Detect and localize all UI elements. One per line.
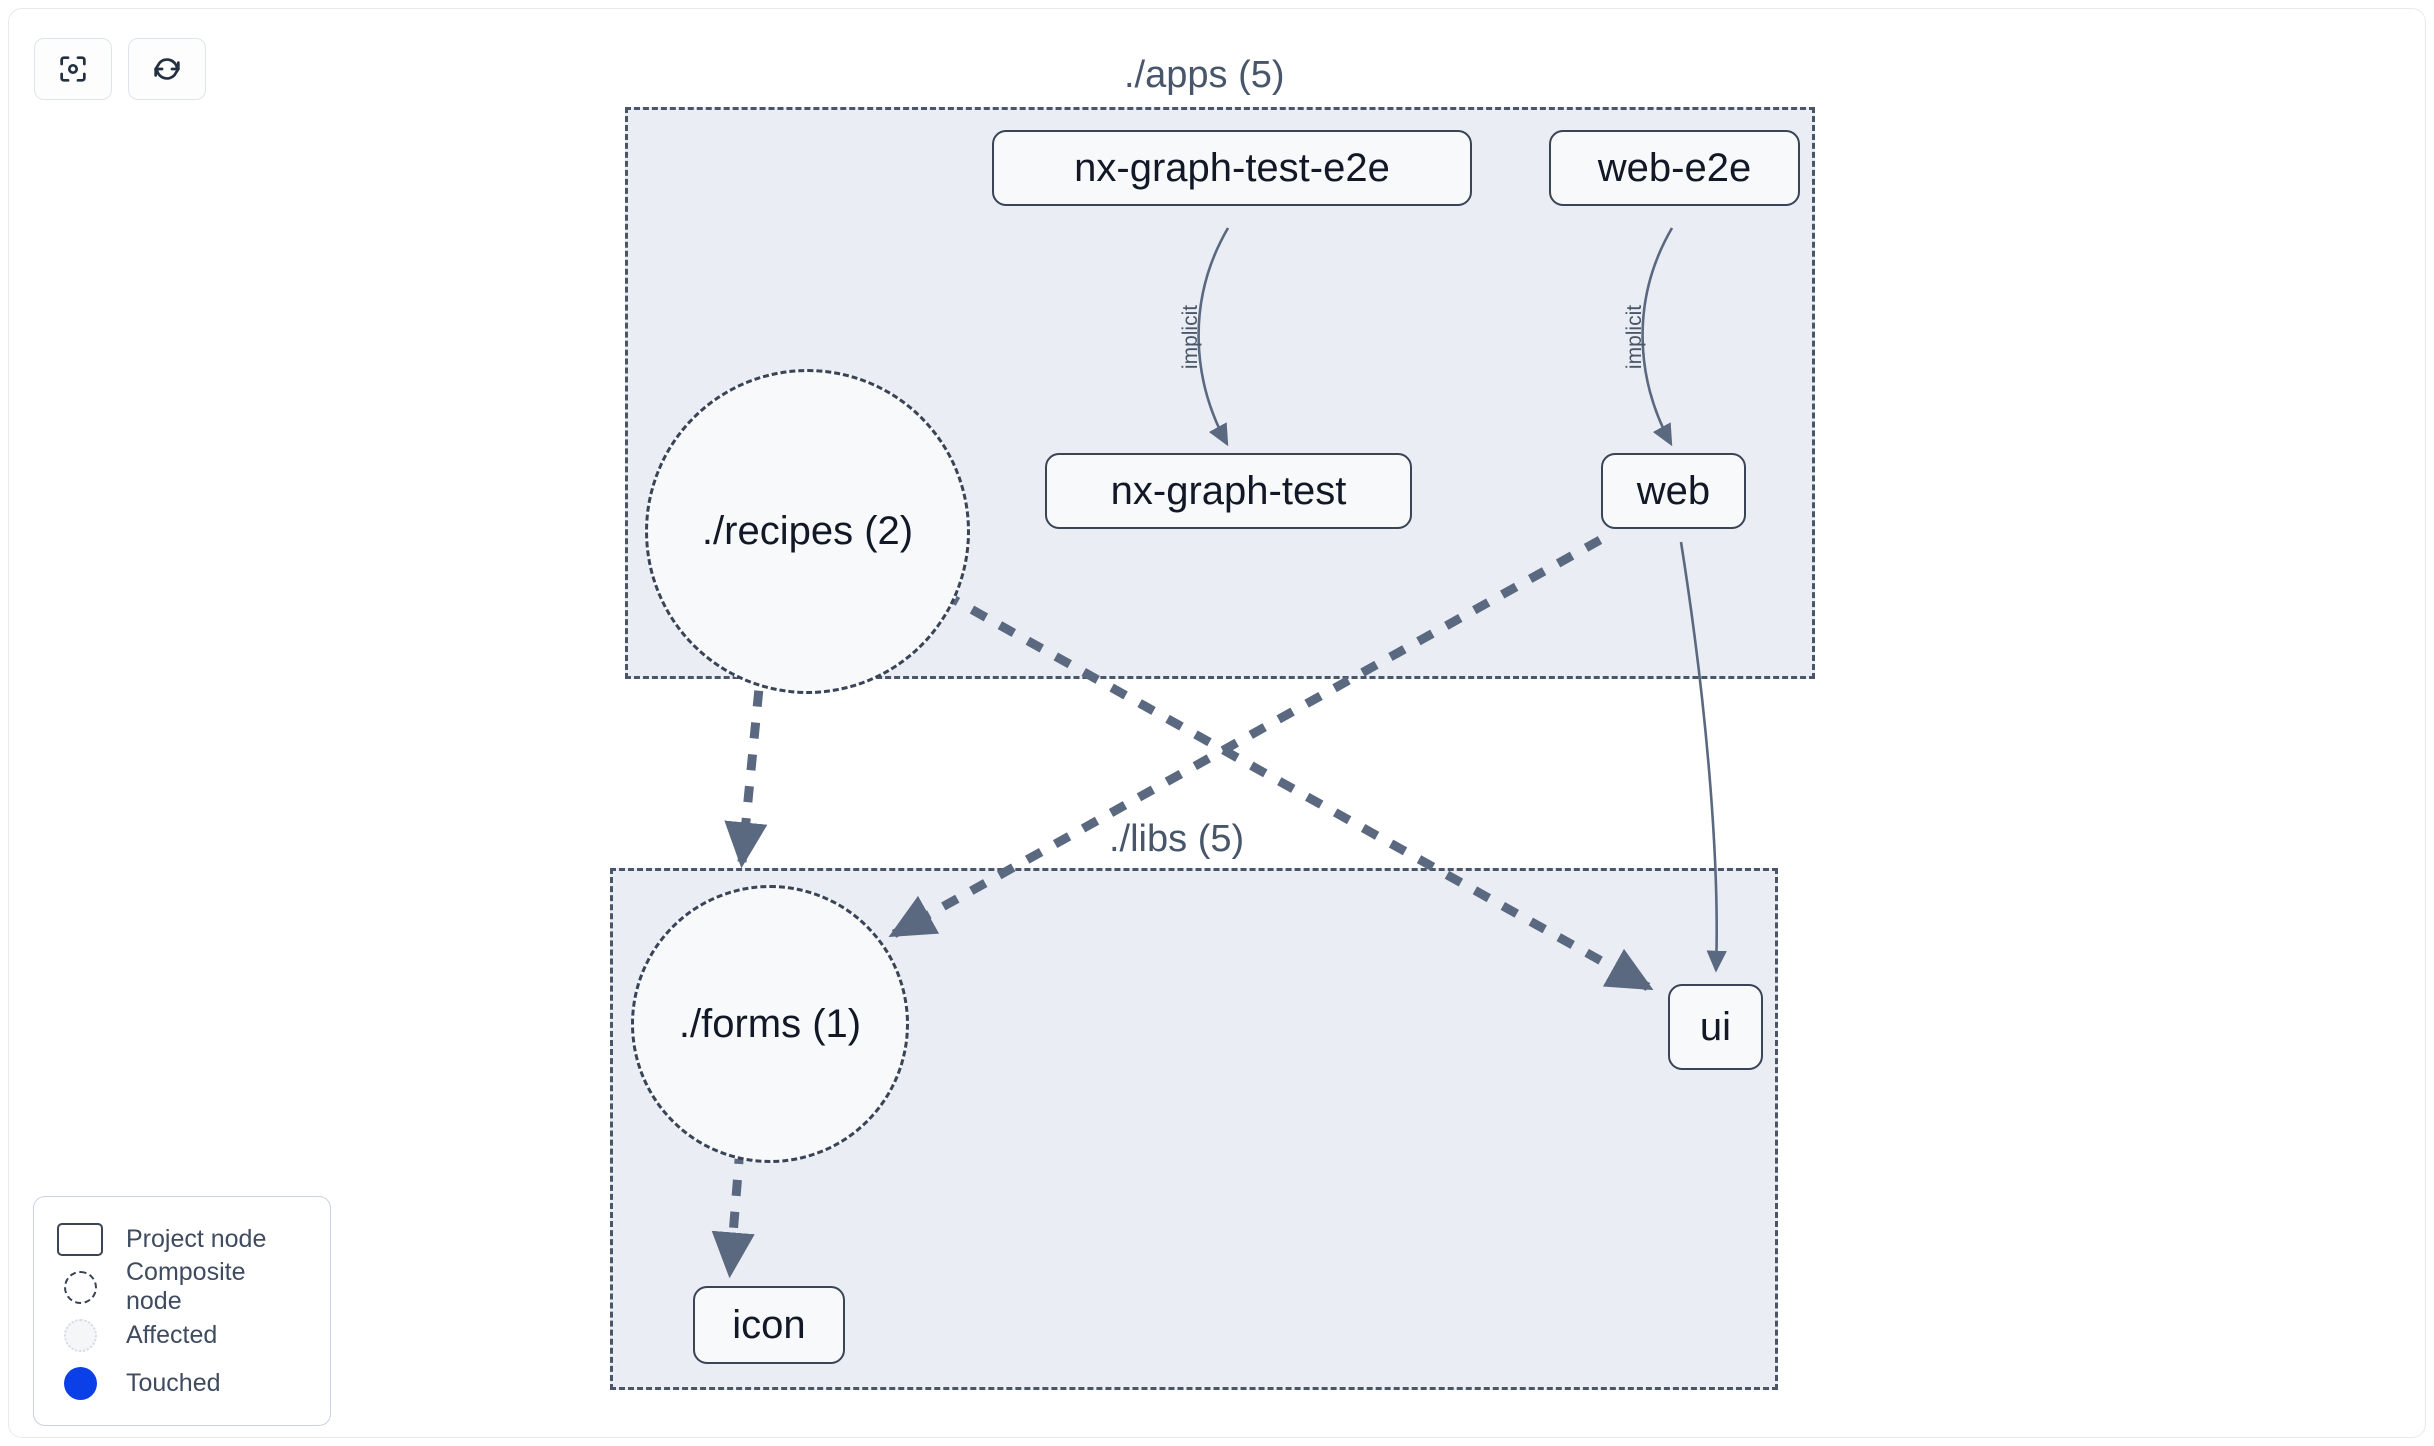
- node-forms[interactable]: ./forms (1): [631, 885, 909, 1163]
- node-web-e2e[interactable]: web-e2e: [1549, 130, 1800, 206]
- node-label: ui: [1699, 1004, 1732, 1049]
- legend-item-composite-node: Composite node: [56, 1258, 308, 1315]
- group-label-libs: ./libs (5): [1095, 820, 1259, 858]
- legend-item-touched: Touched: [56, 1359, 308, 1407]
- legend-item-project-node: Project node: [56, 1215, 308, 1263]
- node-icon[interactable]: icon: [693, 1286, 845, 1364]
- composite-node-swatch: [56, 1270, 104, 1304]
- touched-swatch: [56, 1366, 104, 1400]
- graph-legend: Project node Composite node Affected Tou…: [33, 1196, 331, 1426]
- legend-item-affected: Affected: [56, 1311, 308, 1359]
- edge-label-implicit-web: implicit: [1623, 304, 1647, 370]
- node-ui[interactable]: ui: [1668, 984, 1763, 1070]
- node-label: web: [1636, 468, 1711, 513]
- focus-graph-button[interactable]: [34, 38, 112, 100]
- affected-swatch: [56, 1318, 104, 1352]
- node-web[interactable]: web: [1601, 453, 1746, 529]
- node-recipes[interactable]: ./recipes (2): [645, 369, 970, 694]
- legend-label: Project node: [126, 1224, 267, 1253]
- refresh-icon: [150, 52, 184, 86]
- viewfinder-icon: [56, 52, 90, 86]
- legend-label: Composite node: [126, 1258, 246, 1315]
- node-nx-graph-test[interactable]: nx-graph-test: [1045, 453, 1412, 529]
- edge-label-implicit-nx-graph-test: implicit: [1179, 304, 1203, 370]
- node-label: nx-graph-test: [1110, 468, 1347, 513]
- node-label: web-e2e: [1597, 145, 1752, 190]
- node-nx-graph-test-e2e[interactable]: nx-graph-test-e2e: [992, 130, 1472, 206]
- node-label: icon: [732, 1302, 806, 1347]
- node-label: ./forms (1): [678, 1001, 862, 1046]
- group-label-apps: ./apps (5): [1110, 56, 1299, 94]
- legend-label: Touched: [126, 1368, 221, 1397]
- node-label: ./recipes (2): [701, 509, 914, 553]
- refresh-graph-button[interactable]: [128, 38, 206, 100]
- graph-toolbar: [34, 38, 206, 100]
- node-label: nx-graph-test-e2e: [1074, 145, 1390, 190]
- project-node-swatch: [56, 1222, 104, 1256]
- legend-label: Affected: [126, 1320, 218, 1349]
